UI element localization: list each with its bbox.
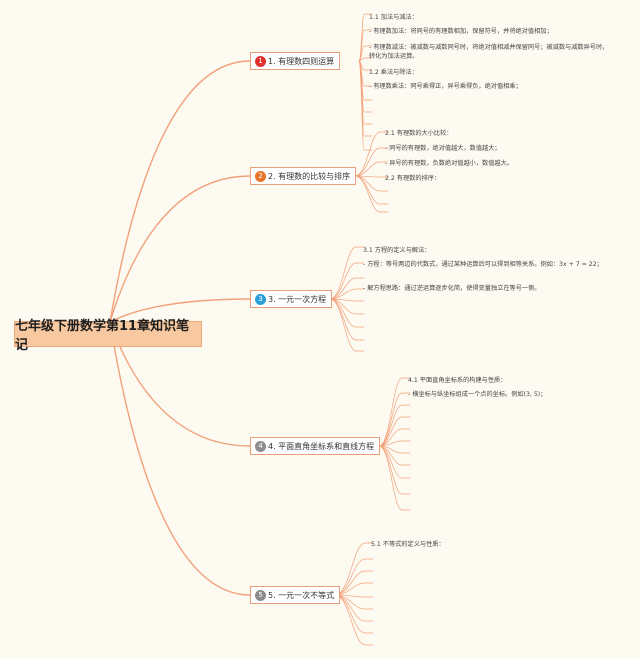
branch-2-label: 2. 有理数的比较与排序 bbox=[268, 171, 351, 181]
note-1-1: 1.1 加法与减法： bbox=[369, 14, 418, 21]
note-1-2: - 有理数加法：将同号的有理数相加，保留符号，并将绝对值相加； bbox=[369, 28, 553, 35]
note-3-1: 3.1 方程的定义与解法： bbox=[363, 247, 431, 254]
branch-1-node[interactable]: 1 1. 有理数四则运算 bbox=[250, 52, 341, 70]
child-connector-4-1 bbox=[378, 377, 411, 447]
note-1-5: - 有理数乘法：同号乘得正，异号乘得负，绝对值相乘； bbox=[369, 83, 522, 90]
child-connector-3-2 bbox=[329, 262, 365, 300]
child-connector-2-4 bbox=[354, 175, 389, 178]
branch-5-node[interactable]: 5 5. 一元一次不等式 bbox=[250, 586, 341, 604]
child-connector-5-7 bbox=[334, 594, 374, 622]
child-connector-2-3 bbox=[354, 161, 389, 177]
root-connector-1 bbox=[109, 60, 251, 323]
note-1-3: - 有理数减法：被减数与减数同号时，将绝对值相减并保留同号；被减数与减数异号时，… bbox=[369, 44, 609, 60]
note-2-2: - 同号的有理数，绝对值越大，数值越大； bbox=[385, 145, 501, 152]
badge-4-icon: 4 bbox=[255, 440, 266, 452]
badge-2-icon: 2 bbox=[255, 170, 266, 182]
note-3-3: - 解方程思路：通过逆运算逐步化简，使得变量独立在等号一侧。 bbox=[363, 285, 541, 292]
branch-1-label: 1. 有理数四则运算 bbox=[268, 56, 335, 66]
child-connector-3-7 bbox=[329, 298, 365, 328]
child-connector-5-2 bbox=[334, 558, 374, 596]
root-topic[interactable]: 七年级下册数学第11章知识笔记 bbox=[14, 319, 202, 353]
branch-4-label: 4. 平面直角坐标系和直线方程 bbox=[268, 441, 375, 451]
child-connector-3-3 bbox=[329, 277, 365, 300]
child-connector-2-7 bbox=[354, 175, 389, 213]
child-connector-4-5 bbox=[378, 428, 411, 447]
note-3-2: - 方程：等号两边的代数式，通过某种运算后可以得到相等关系。例如：3x + 7 … bbox=[363, 261, 603, 268]
root-connector-3 bbox=[109, 298, 251, 323]
child-connector-2-1 bbox=[354, 131, 389, 177]
child-connector-1-11 bbox=[358, 60, 373, 151]
child-connector-3-1 bbox=[329, 246, 365, 300]
child-connector-2-6 bbox=[354, 175, 389, 205]
child-connector-1-3 bbox=[358, 45, 373, 62]
branch-2-node[interactable]: 2 2. 有理数的比较与排序 bbox=[250, 167, 357, 185]
child-connector-1-4 bbox=[358, 57, 373, 62]
badge-3-icon: 3 bbox=[255, 293, 266, 305]
note-4-2: - 横坐标与纵坐标组成一个点的坐标。例如(3, 5)； bbox=[408, 391, 547, 398]
root-connector-2 bbox=[109, 175, 251, 323]
note-4-1: 4.1 平面直角坐标系的构建与性质： bbox=[408, 377, 507, 384]
root-connector-5 bbox=[109, 321, 251, 596]
badge-1-icon: 1 bbox=[255, 55, 266, 67]
child-connector-4-6 bbox=[378, 440, 411, 447]
child-connector-3-4 bbox=[329, 288, 365, 300]
child-connector-5-8 bbox=[334, 594, 374, 634]
child-connector-3-5 bbox=[329, 298, 365, 302]
branch-5-label: 5. 一元一次不等式 bbox=[268, 590, 335, 600]
child-connector-4-10 bbox=[378, 445, 411, 495]
note-2-3: - 异号的有理数，负数绝对值越小，数值越大。 bbox=[385, 160, 513, 167]
child-connector-3-8 bbox=[329, 298, 365, 341]
branch-3-node[interactable]: 3 3. 一元一次方程 bbox=[250, 290, 333, 308]
child-connector-4-4 bbox=[378, 416, 411, 447]
branch-4-node[interactable]: 4 4. 平面直角坐标系和直线方程 bbox=[250, 437, 381, 455]
note-5-1: 5.1 不等式的定义与性质： bbox=[371, 541, 445, 548]
note-2-4: 2.2 有理数的排序： bbox=[385, 175, 441, 182]
child-connector-2-2 bbox=[354, 147, 389, 177]
child-connector-4-3 bbox=[378, 404, 411, 447]
branch-3-label: 3. 一元一次方程 bbox=[268, 294, 327, 304]
child-connector-4-11 bbox=[378, 445, 411, 511]
child-connector-4-2 bbox=[378, 392, 411, 447]
child-connector-3-9 bbox=[329, 298, 365, 352]
note-2-1: 2.1 有理数的大小比较： bbox=[385, 130, 453, 137]
badge-5-icon: 5 bbox=[255, 589, 266, 601]
note-1-4: 1.2 乘法与除法： bbox=[369, 69, 418, 76]
